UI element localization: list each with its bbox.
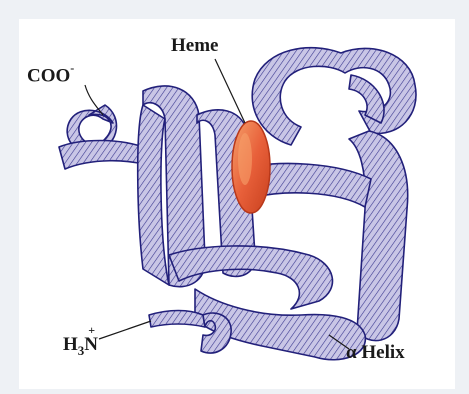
alpha-helix-label: α Helix bbox=[346, 342, 405, 364]
amino-h: H bbox=[63, 334, 78, 355]
carboxyl-charge: - bbox=[70, 61, 74, 75]
heme-label: Heme bbox=[171, 35, 218, 57]
amino-terminus-label: H3+N bbox=[63, 334, 98, 359]
amino-charge: + bbox=[88, 323, 95, 338]
alpha-symbol: α bbox=[346, 342, 357, 363]
heme-group-icon bbox=[232, 121, 270, 213]
carboxyl-terminus-label: COO- bbox=[27, 63, 74, 87]
myoglobin-diagram: Heme COO- H3+N α Helix bbox=[19, 19, 455, 389]
myoglobin-ribbon-icon bbox=[59, 48, 416, 360]
helix-word: Helix bbox=[361, 342, 404, 363]
carboxyl-text: COO bbox=[27, 65, 70, 86]
amino-pointer-line bbox=[99, 321, 151, 339]
